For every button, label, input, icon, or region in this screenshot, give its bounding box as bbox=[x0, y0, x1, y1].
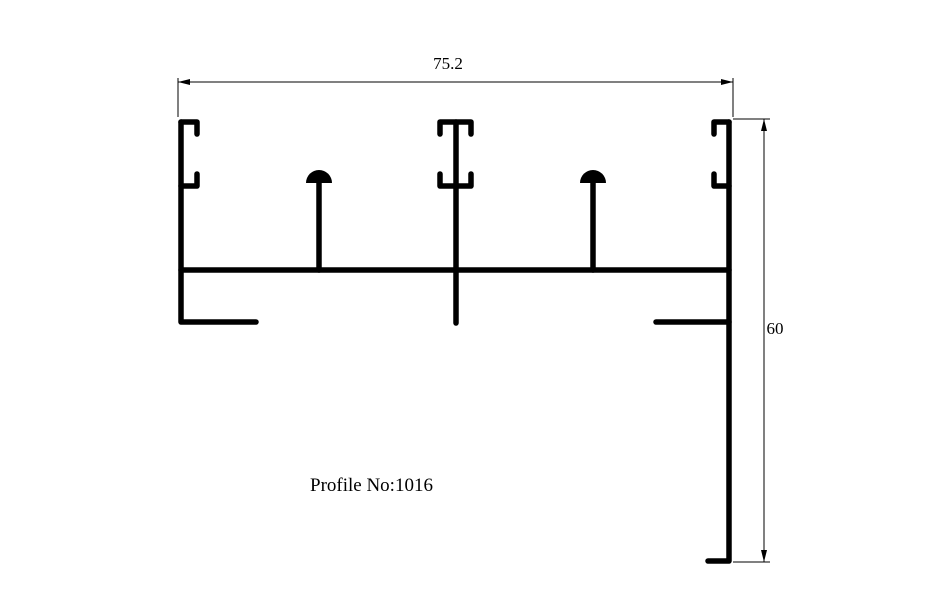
right-clip bbox=[711, 119, 732, 189]
left-clip bbox=[178, 119, 200, 189]
right-wall bbox=[705, 119, 732, 564]
profile-caption: Profile No:1016 bbox=[310, 475, 433, 496]
left-rib-cap bbox=[306, 170, 332, 183]
width-arrow-left bbox=[178, 79, 190, 85]
extrusion-profile bbox=[178, 119, 732, 564]
height-arrow-bottom bbox=[761, 550, 767, 562]
center-clip bbox=[437, 119, 474, 189]
height-dimension: 60 bbox=[733, 118, 784, 563]
right-rib-cap bbox=[580, 170, 606, 183]
width-dimension-label: 75.2 bbox=[433, 54, 463, 73]
height-arrow-top bbox=[761, 119, 767, 131]
width-arrow-right bbox=[721, 79, 733, 85]
width-dimension: 75.2 bbox=[177, 54, 734, 117]
height-dimension-label: 60 bbox=[767, 319, 784, 338]
left-wall bbox=[178, 119, 259, 325]
